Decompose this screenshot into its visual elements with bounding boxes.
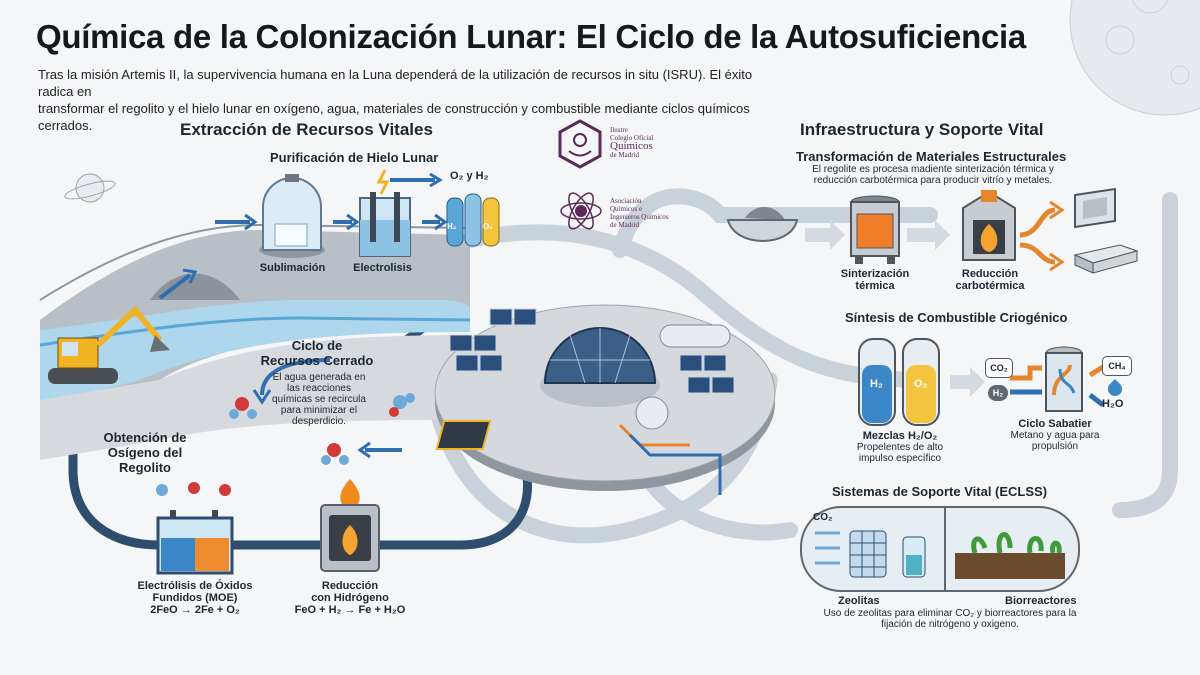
hydrogen-label-line2: con Hidrógeno xyxy=(311,592,389,604)
moe-cell-icon xyxy=(156,482,234,575)
mix-block: Mezclas H₂/O₂ Propelentes de alto impuls… xyxy=(825,430,975,464)
planet-icon xyxy=(64,173,116,203)
logo-colegio: Ilustre Colegio Oficial Químicos de Madr… xyxy=(555,118,705,173)
oxygen-title: Obtención de Osígeno del Regolito xyxy=(85,430,205,475)
eclss-desc-line1: Uso de zeolitas para eliminar CO₂ y bior… xyxy=(823,608,1077,619)
fuel-title: Síntesis de Combustible Criogénico xyxy=(845,310,1068,325)
eclss-desc-line2: fijación de nitrógeno y oxigeno. xyxy=(881,619,1019,630)
materials-description: El regolite es procesa madiente sinteriz… xyxy=(812,164,1054,186)
tank-h2-label: H₂ xyxy=(447,222,457,231)
water-molecules-icon xyxy=(229,393,415,465)
sinter-furnace-icon xyxy=(850,195,900,264)
colegio-text: Ilustre Colegio Oficial Químicos de Madr… xyxy=(610,126,653,159)
sublimation-label: Sublimación xyxy=(259,262,326,274)
gases-label: O₂ y H₂ xyxy=(450,170,489,182)
colegio-line2: Colegio Oficial xyxy=(610,134,654,142)
sinter-label: Sinterización térmica xyxy=(820,268,930,292)
carbo-label-line2: carbotérmica xyxy=(955,280,1025,292)
h2-input-badge: H₂ xyxy=(988,385,1008,401)
carbo-label-line1: Reducción xyxy=(961,268,1019,280)
fuel-tanks-icon xyxy=(858,338,940,426)
asociacion-line2: Químicos e xyxy=(610,205,643,213)
sinter-label-line2: térmica xyxy=(855,280,895,292)
moe-equation: 2FeO → 2Fe + O₂ xyxy=(150,604,240,616)
moe-label-line2: Fundidos (MOE) xyxy=(152,592,238,604)
fuel-tank-o2-label: O₂ xyxy=(914,378,928,390)
gas-tanks-icon xyxy=(446,193,500,247)
colegio-line1: Ilustre xyxy=(610,126,628,134)
co2-input-box: CO₂ xyxy=(985,358,1013,378)
logo-asociacion: Asociación Químicos e Ingenieros Químico… xyxy=(558,185,718,240)
electrolysis-cell-icon xyxy=(359,169,411,257)
mix-description: Propelentes de alto impulso específico xyxy=(856,442,944,464)
bioreactors-label: Biorreactores xyxy=(1005,595,1077,607)
carbothermal-furnace-icon xyxy=(962,190,1016,261)
eclss-co2-label: CO₂ xyxy=(813,512,833,523)
eclss-module-illustration xyxy=(800,506,1080,592)
oxygen-title-line2: Osígeno del xyxy=(107,445,183,460)
asociacion-atom-icon xyxy=(560,192,602,230)
cycle-title-line2: Recursos Cerrado xyxy=(260,353,374,368)
intro-line-2: transformar el regolito y el hielo lunar… xyxy=(38,101,750,133)
cycle-title: Ciclo de Recursos Cerrado xyxy=(258,338,376,368)
section-title-infraestructura: Infraestructura y Soporte Vital xyxy=(800,120,1044,139)
oxygen-title-line3: Regolito xyxy=(119,460,171,475)
moon-illustration xyxy=(1069,0,1200,116)
h2o-output-label: H₂O xyxy=(1102,398,1124,410)
colegio-line3: Químicos xyxy=(610,140,653,152)
sabatier-description: Metano y agua para propulsión xyxy=(1010,430,1100,452)
hydrogen-label-line1: Reducción xyxy=(321,580,379,592)
ch4-output-box: CH₄ xyxy=(1102,356,1132,376)
page-title: Química de la Colonización Lunar: El Cic… xyxy=(36,18,1026,55)
excavator-icon xyxy=(48,305,170,384)
lunar-base-illustration xyxy=(434,304,776,495)
intro-text: Tras la misión Artemis II, la superviven… xyxy=(38,66,778,134)
hydrogen-label: Reducción con Hidrógeno FeO + H₂ → Fe + … xyxy=(285,580,415,616)
asociacion-line1: Asociación xyxy=(610,197,642,205)
flow-arrows-left xyxy=(158,172,448,459)
asociacion-text: Asociación Químicos e Ingenieros Químico… xyxy=(610,197,669,229)
sabatier-block: Ciclo Sabatier Metano y agua para propul… xyxy=(995,418,1115,452)
regolith-pile xyxy=(150,273,240,300)
moe-label: Electrólisis de Óxidos Fundidos (MOE) 2F… xyxy=(120,580,270,616)
hydrogen-equation: FeO + H₂ → Fe + H₂O xyxy=(294,604,406,616)
intro-line-1: Tras la misión Artemis II, la superviven… xyxy=(38,67,753,99)
regolith-bowl-icon xyxy=(726,206,799,242)
sublimation-dome-icon xyxy=(259,174,325,258)
carbo-label: Reducción carbotérmica xyxy=(935,268,1045,292)
furnace-icon xyxy=(320,479,380,572)
output-arrows xyxy=(1010,200,1105,407)
asociacion-line4: de Madrid xyxy=(610,221,639,229)
mix-title: Mezclas H₂/O₂ xyxy=(862,430,938,442)
ice-title: Purificación de Hielo Lunar xyxy=(270,150,439,165)
moe-label-line1: Electrólisis de Óxidos xyxy=(137,580,253,592)
electrolysis-label: Electrolisis xyxy=(353,262,412,274)
colegio-line4: de Madrid xyxy=(610,151,639,159)
sabatier-reactor-icon xyxy=(1045,346,1083,412)
eclss-description: Uso de zeolitas para eliminar CO₂ y bior… xyxy=(790,608,1110,630)
asociacion-line3: Ingenieros Químicos xyxy=(610,213,669,221)
sabatier-title: Ciclo Sabatier xyxy=(1018,418,1092,430)
colegio-emblem-icon xyxy=(558,119,602,169)
oxygen-title-line1: Obtención de xyxy=(103,430,187,445)
zeolitas-label: Zeolitas xyxy=(838,595,880,607)
metal-products-icon xyxy=(1073,187,1139,274)
cycle-description: El agua generada en las reacciones quími… xyxy=(272,372,366,427)
eclss-title: Sistemas de Soporte Vital (ECLSS) xyxy=(832,484,1048,499)
sinter-label-line1: Sinterización xyxy=(840,268,910,280)
cycle-title-line1: Ciclo de xyxy=(291,338,343,353)
fuel-tank-h2-label: H₂ xyxy=(870,378,883,390)
section-title-extraccion: Extracción de Recursos Vitales xyxy=(180,120,433,139)
tank-o2-label: O₂ xyxy=(483,222,493,231)
materials-title: Transformación de Materiales Estructural… xyxy=(796,149,1067,164)
